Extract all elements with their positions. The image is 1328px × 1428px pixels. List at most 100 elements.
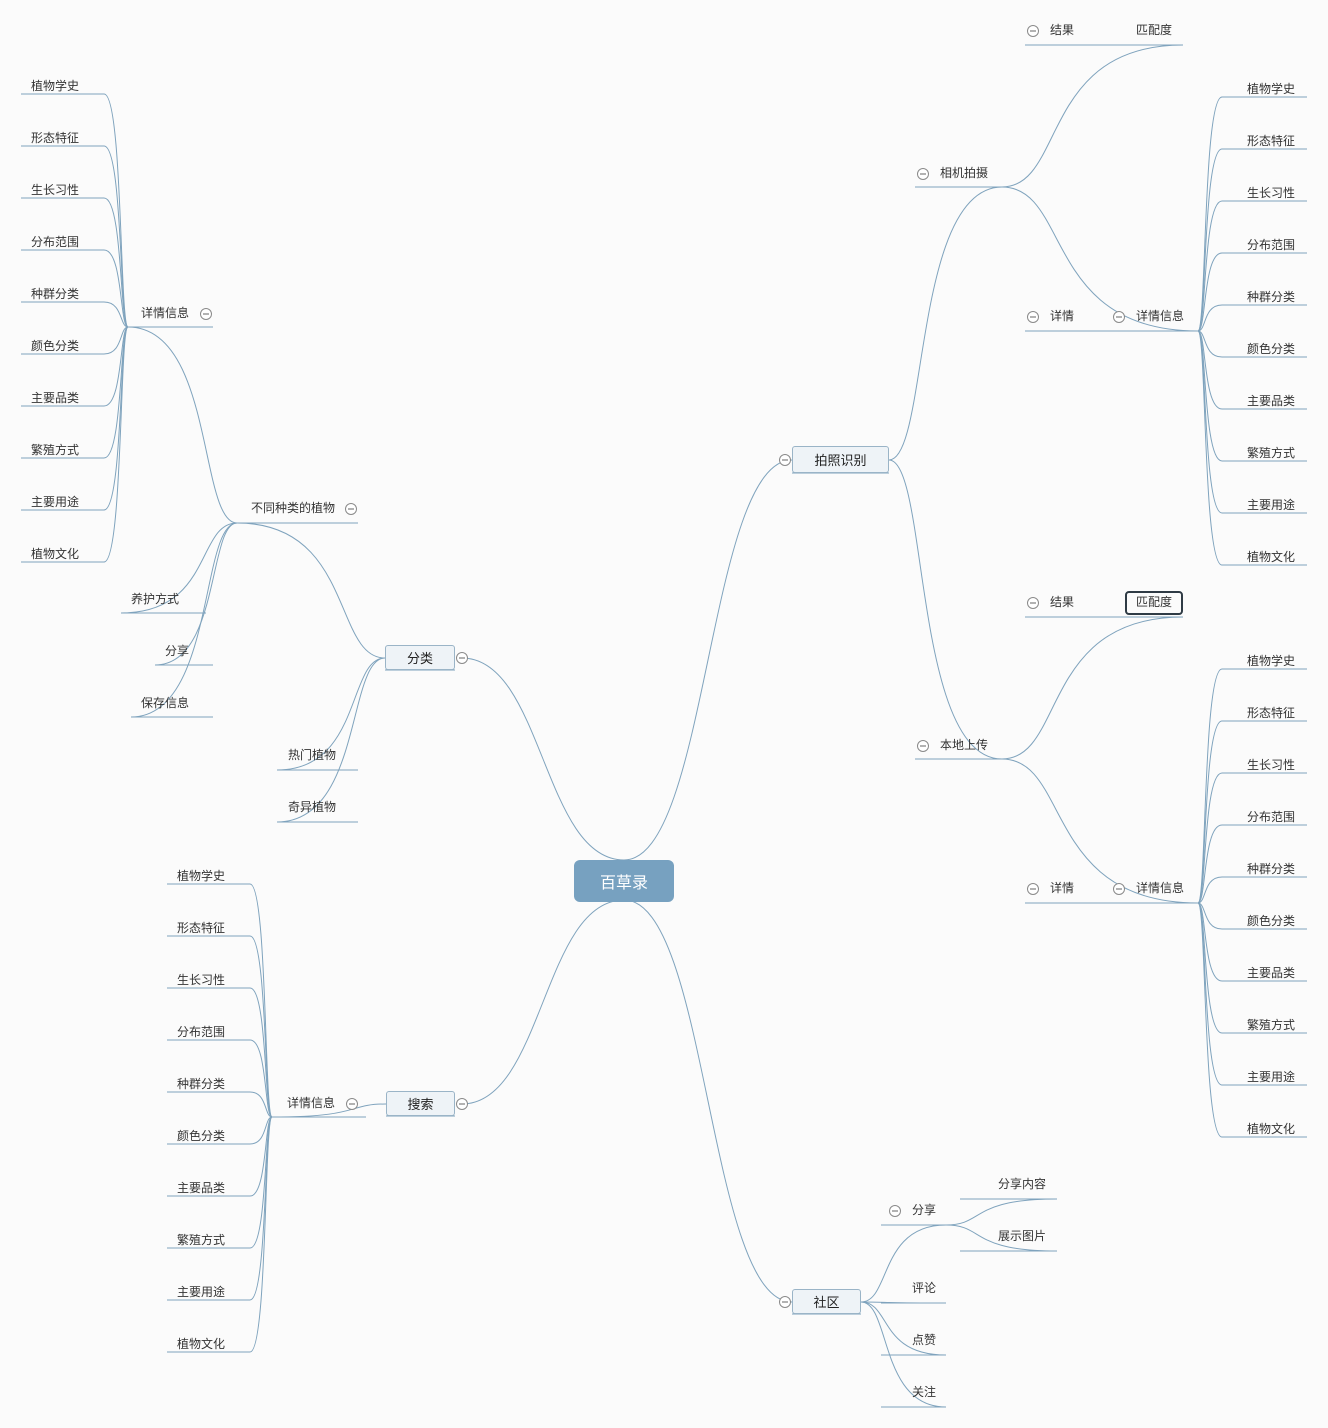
camera-detail-item[interactable]: 植物学史: [1247, 82, 1296, 96]
node-upload[interactable]: 本地上传: [940, 738, 989, 752]
upload-detail-link: [1197, 824, 1223, 904]
classify-detail-link: [103, 93, 129, 328]
collapse-toggle-icon[interactable]: [346, 1098, 358, 1110]
search-detail-item[interactable]: 主要品类: [177, 1181, 226, 1195]
node-classify-detail-info[interactable]: 详情信息: [141, 306, 190, 320]
classify-detail-item[interactable]: 种群分类: [31, 287, 80, 301]
node-camera-detail-info[interactable]: 详情信息: [1136, 309, 1185, 323]
camera-detail-item[interactable]: 主要品类: [1247, 394, 1296, 408]
upload-detail-item[interactable]: 植物学史: [1247, 654, 1296, 668]
connector: [127, 326, 238, 524]
node-strange-plants[interactable]: 奇异植物: [288, 800, 337, 814]
search-detail-item[interactable]: 生长习性: [177, 973, 226, 987]
root-node[interactable]: 百草录: [574, 860, 674, 902]
upload-detail-item[interactable]: 分布范围: [1247, 810, 1296, 824]
collapse-toggle-icon[interactable]: [779, 1296, 791, 1308]
collapse-toggle-icon[interactable]: [917, 740, 929, 752]
classify-detail-item[interactable]: 主要品类: [31, 391, 80, 405]
camera-detail-item[interactable]: 生长习性: [1247, 186, 1296, 200]
camera-detail-link: [1197, 200, 1223, 332]
node-like[interactable]: 点赞: [912, 1333, 937, 1347]
classify-detail-item[interactable]: 植物文化: [31, 547, 80, 561]
node-camera-result[interactable]: 结果: [1050, 23, 1075, 37]
node-upload-result[interactable]: 结果: [1050, 595, 1075, 609]
node-plant-types[interactable]: 不同种类的植物: [251, 501, 336, 515]
classify-detail-item[interactable]: 繁殖方式: [31, 443, 80, 457]
link-root-search: [461, 899, 625, 1105]
camera-detail-item[interactable]: 种群分类: [1247, 290, 1296, 304]
upload-detail-item[interactable]: 颜色分类: [1247, 914, 1296, 928]
connector: [271, 1103, 387, 1118]
search-detail-item[interactable]: 植物文化: [177, 1337, 226, 1351]
camera-detail-item[interactable]: 主要用途: [1247, 498, 1296, 512]
connector: [1001, 186, 1199, 332]
node-community-share[interactable]: 分享: [912, 1203, 937, 1217]
collapse-toggle-icon[interactable]: [917, 168, 929, 180]
collapse-toggle-icon[interactable]: [456, 1098, 468, 1110]
connector: [236, 522, 386, 659]
connector: [860, 1301, 947, 1356]
upload-detail-link: [1197, 876, 1223, 904]
node-upload-detail-info[interactable]: 详情信息: [1136, 881, 1185, 895]
connector: [276, 657, 386, 823]
connector: [1001, 44, 1184, 188]
camera-detail-item[interactable]: 植物文化: [1247, 550, 1296, 564]
classify-detail-item[interactable]: 分布范围: [31, 235, 80, 249]
classify-detail-item[interactable]: 植物学史: [31, 79, 80, 93]
collapse-toggle-icon[interactable]: [200, 308, 212, 320]
upload-detail-item[interactable]: 形态特征: [1247, 706, 1296, 720]
upload-detail-item[interactable]: 繁殖方式: [1247, 1018, 1296, 1032]
upload-detail-item[interactable]: 生长习性: [1247, 758, 1296, 772]
classify-detail-item[interactable]: 形态特征: [31, 131, 80, 145]
upload-detail-link: [1197, 902, 1223, 1138]
node-upload-detail[interactable]: 详情: [1050, 881, 1075, 895]
collapse-toggle-icon[interactable]: [1113, 883, 1125, 895]
node-show-images[interactable]: 展示图片: [998, 1229, 1047, 1243]
branch-classify[interactable]: 分类: [385, 645, 455, 670]
node-share-content[interactable]: 分享内容: [998, 1177, 1047, 1191]
branch-community[interactable]: 社区: [792, 1289, 861, 1314]
camera-detail-item[interactable]: 颜色分类: [1247, 342, 1296, 356]
search-detail-item[interactable]: 主要用途: [177, 1285, 226, 1299]
camera-detail-item[interactable]: 分布范围: [1247, 238, 1296, 252]
search-detail-link: [249, 987, 273, 1118]
search-detail-item[interactable]: 植物学史: [177, 869, 226, 883]
search-detail-item[interactable]: 繁殖方式: [177, 1233, 226, 1247]
collapse-toggle-icon[interactable]: [456, 652, 468, 664]
upload-detail-item[interactable]: 植物文化: [1247, 1122, 1296, 1136]
upload-detail-item[interactable]: 种群分类: [1247, 862, 1296, 876]
upload-detail-item[interactable]: 主要用途: [1247, 1070, 1296, 1084]
node-care[interactable]: 养护方式: [131, 592, 180, 606]
node-save-info[interactable]: 保存信息: [141, 696, 190, 710]
search-detail-item[interactable]: 形态特征: [177, 921, 226, 935]
search-detail-item[interactable]: 分布范围: [177, 1025, 226, 1039]
node-upload-match[interactable]: 匹配度: [1136, 595, 1173, 609]
node-comment[interactable]: 评论: [912, 1281, 937, 1295]
collapse-toggle-icon[interactable]: [345, 503, 357, 515]
branch-photo-recognition[interactable]: 拍照识别: [792, 446, 889, 473]
collapse-toggle-icon[interactable]: [1113, 311, 1125, 323]
classify-detail-item[interactable]: 主要用途: [31, 495, 80, 509]
collapse-toggle-icon[interactable]: [1027, 883, 1039, 895]
collapse-toggle-icon[interactable]: [1027, 597, 1039, 609]
camera-detail-item[interactable]: 形态特征: [1247, 134, 1296, 148]
node-classify-share[interactable]: 分享: [165, 644, 190, 658]
collapse-toggle-icon[interactable]: [1027, 25, 1039, 37]
node-follow[interactable]: 关注: [912, 1385, 937, 1399]
collapse-toggle-icon[interactable]: [779, 454, 791, 466]
node-camera-match[interactable]: 匹配度: [1136, 23, 1173, 37]
collapse-toggle-icon[interactable]: [889, 1205, 901, 1217]
collapse-toggle-icon[interactable]: [1027, 311, 1039, 323]
node-camera-detail[interactable]: 详情: [1050, 309, 1075, 323]
node-camera[interactable]: 相机拍摄: [940, 166, 989, 180]
upload-detail-item[interactable]: 主要品类: [1247, 966, 1296, 980]
classify-detail-item[interactable]: 颜色分类: [31, 339, 80, 353]
camera-detail-link: [1197, 330, 1223, 566]
search-detail-item[interactable]: 颜色分类: [177, 1129, 226, 1143]
node-search-detail-info[interactable]: 详情信息: [287, 1096, 336, 1110]
search-detail-item[interactable]: 种群分类: [177, 1077, 226, 1091]
classify-detail-item[interactable]: 生长习性: [31, 183, 80, 197]
branch-search[interactable]: 搜索: [386, 1091, 455, 1116]
camera-detail-item[interactable]: 繁殖方式: [1247, 446, 1296, 460]
node-hot-plants[interactable]: 热门植物: [288, 748, 337, 762]
